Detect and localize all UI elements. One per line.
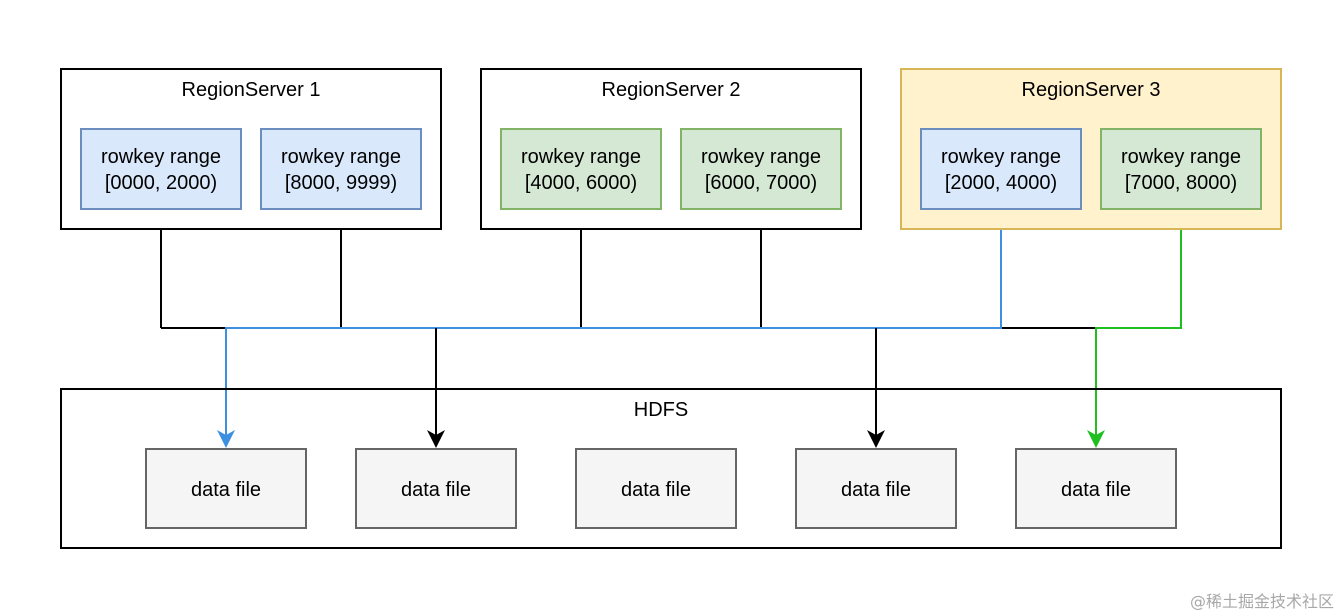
data-file-label: data file — [191, 479, 261, 501]
region-box — [1100, 128, 1262, 210]
data-file-label: data file — [1061, 479, 1131, 501]
connector-green-path — [1095, 209, 1182, 438]
region-label: rowkey range — [941, 146, 1061, 168]
region-box — [80, 128, 242, 210]
hdfs-title: HDFS — [634, 399, 688, 421]
data-file-label: data file — [841, 479, 911, 501]
connectors — [160, 209, 1182, 448]
region-range: [0000, 2000) — [105, 172, 217, 194]
hdfs: HDFS data file data file data file data … — [60, 388, 1282, 549]
region-box — [260, 128, 422, 210]
watermark: @稀土掘金技术社区 — [1189, 592, 1334, 611]
region-box — [680, 128, 842, 210]
regionserver-3-title: RegionServer 3 — [1022, 79, 1161, 101]
regionserver-2-title: RegionServer 2 — [602, 79, 741, 101]
region-label: rowkey range — [701, 146, 821, 168]
data-file-label: data file — [401, 479, 471, 501]
region-range: [8000, 9999) — [285, 172, 397, 194]
region-range: [4000, 6000) — [525, 172, 637, 194]
region-range: [2000, 4000) — [945, 172, 1057, 194]
arrowhead-file-2 — [427, 430, 445, 448]
regionserver-2: RegionServer 2 rowkey range [4000, 6000)… — [480, 68, 862, 230]
region-label: rowkey range — [101, 146, 221, 168]
regionserver-1: RegionServer 1 rowkey range [0000, 2000)… — [60, 68, 442, 230]
region-box — [500, 128, 662, 210]
region-label: rowkey range — [1121, 146, 1241, 168]
region-box — [920, 128, 1082, 210]
data-file-box — [355, 448, 517, 529]
arrowhead-file-4 — [867, 430, 885, 448]
data-file-box — [575, 448, 737, 529]
data-file-label: data file — [621, 479, 691, 501]
region-range: [7000, 8000) — [1125, 172, 1237, 194]
hdfs-box — [60, 388, 1282, 549]
data-file-box — [145, 448, 307, 529]
regionserver-3: RegionServer 3 rowkey range [2000, 4000)… — [900, 68, 1282, 230]
region-label: rowkey range — [281, 146, 401, 168]
regionserver-1-title: RegionServer 1 — [182, 79, 321, 101]
connector-blue-path — [225, 209, 1002, 438]
data-file-box — [795, 448, 957, 529]
arrowhead-green — [1087, 430, 1105, 448]
arrowhead-blue — [217, 430, 235, 448]
region-range: [6000, 7000) — [705, 172, 817, 194]
data-file-box — [1015, 448, 1177, 529]
region-label: rowkey range — [521, 146, 641, 168]
